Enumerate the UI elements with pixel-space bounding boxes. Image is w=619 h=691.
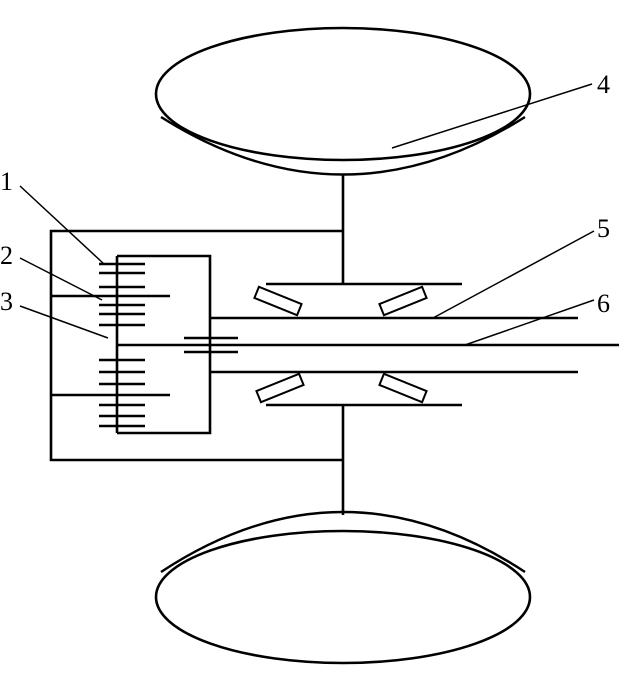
roller-bottom-left	[255, 372, 305, 404]
callout-1: 1	[0, 167, 13, 196]
leader-6	[464, 299, 595, 346]
callout-4: 4	[597, 70, 610, 99]
roller-top-left	[253, 285, 303, 317]
central-gear	[184, 336, 238, 354]
upper-wheel-body	[154, 26, 532, 162]
roller-bottom-right	[378, 372, 428, 404]
callout-2: 2	[0, 241, 13, 270]
leader-1	[19, 185, 105, 265]
bearing-rollers	[253, 285, 428, 404]
callout-6: 6	[597, 289, 610, 318]
roller-top-right	[378, 285, 428, 317]
callout-labels: 1 2 3 4 5 6	[0, 70, 610, 318]
leader-2	[19, 257, 103, 301]
leader-4	[391, 83, 593, 149]
callout-3: 3	[0, 287, 13, 316]
gear-plates-upper	[99, 262, 145, 327]
callout-5: 5	[597, 214, 610, 243]
leader-3	[19, 305, 109, 339]
hollow-shaft	[210, 316, 578, 374]
lower-wheel	[154, 510, 532, 665]
lower-wheel-body	[154, 529, 532, 665]
outer-housing	[49, 229, 343, 462]
upper-wheel	[154, 26, 532, 176]
gear-plates-lower	[99, 358, 145, 428]
upper-wheel-rim	[160, 115, 526, 176]
leader-5	[432, 230, 595, 319]
leader-lines	[19, 83, 595, 346]
